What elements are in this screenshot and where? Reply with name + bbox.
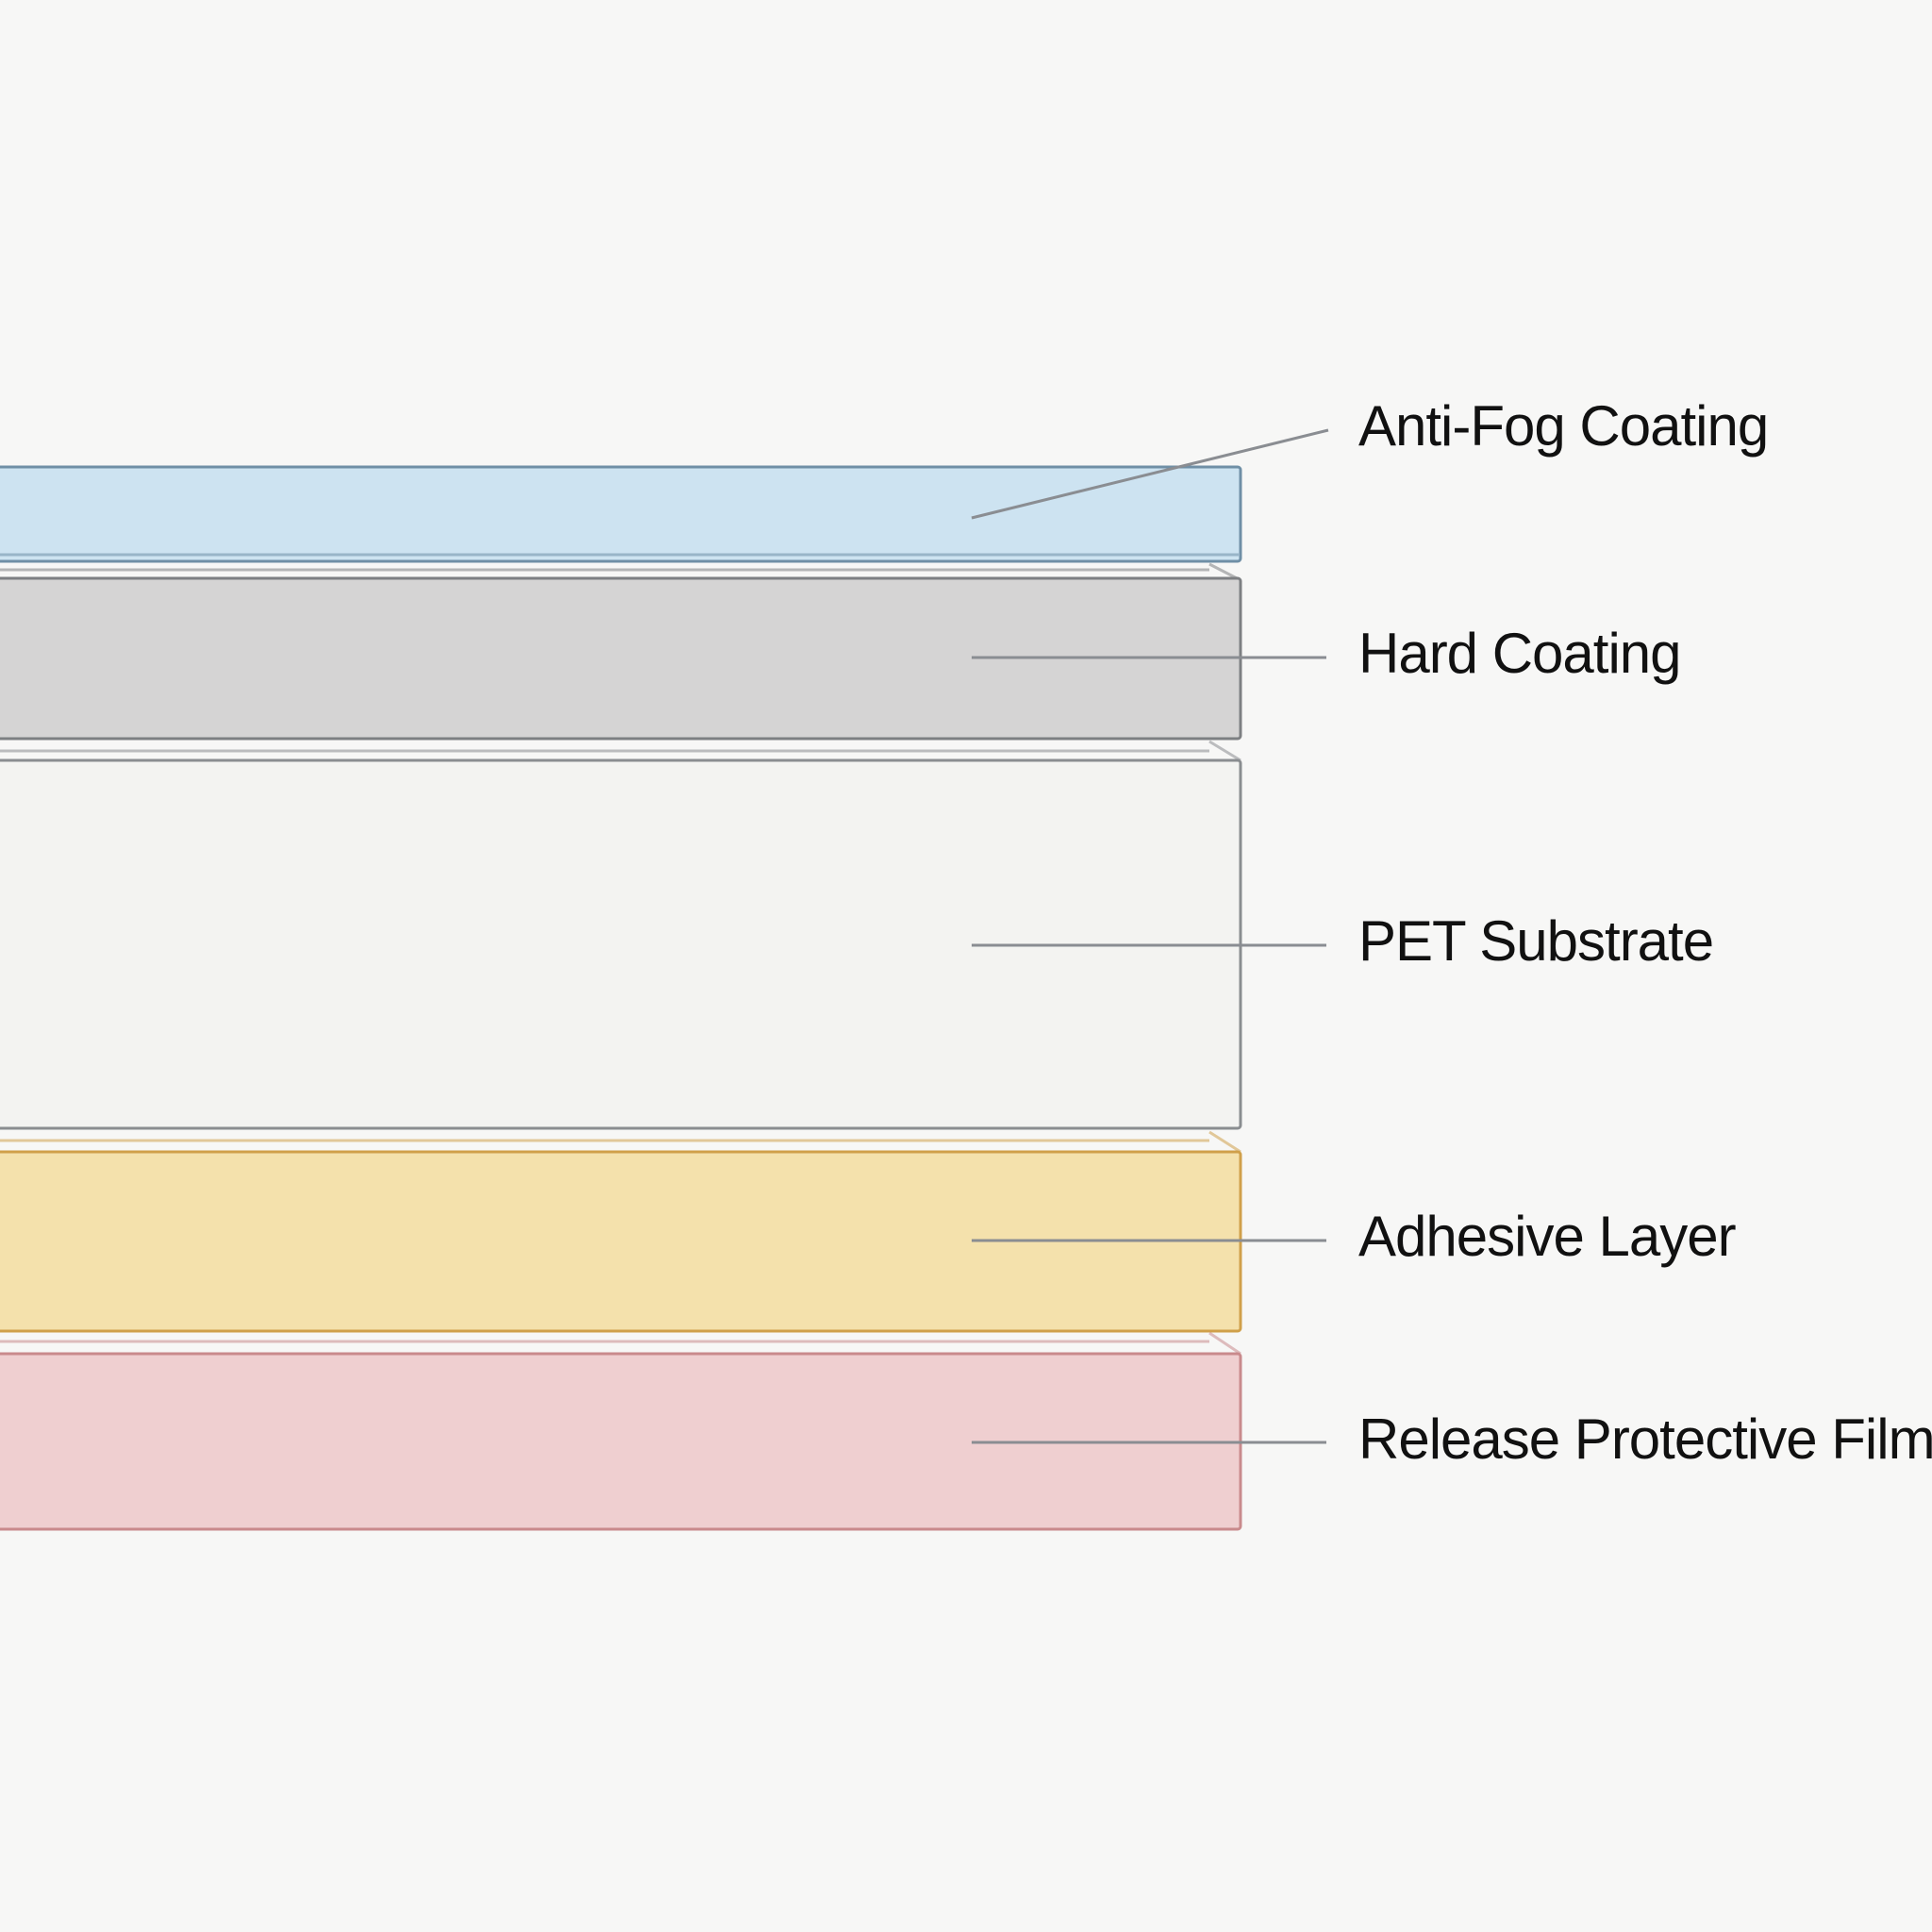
layer-release-film-bevel: [1208, 1331, 1241, 1356]
label-release-film: Release Protective Film: [1358, 1407, 1932, 1471]
layer-release-film: [0, 1331, 1242, 1531]
leader-anti-fog: [971, 428, 1329, 520]
layer-adhesive: [0, 1130, 1242, 1333]
label-pet: PET Substrate: [1358, 909, 1714, 973]
layer-anti-fog-body: [0, 465, 1242, 563]
layer-hard-coating: [0, 562, 1242, 741]
layer-adhesive-bevel: [1208, 1130, 1241, 1154]
layer-pet: [0, 740, 1242, 1130]
layer-pet-bevel: [1208, 740, 1241, 762]
layer-anti-fog: [0, 465, 1242, 563]
label-anti-fog: Anti-Fog Coating: [1358, 394, 1769, 458]
label-hard-coating: Hard Coating: [1358, 622, 1682, 685]
label-adhesive: Adhesive Layer: [1358, 1205, 1737, 1268]
